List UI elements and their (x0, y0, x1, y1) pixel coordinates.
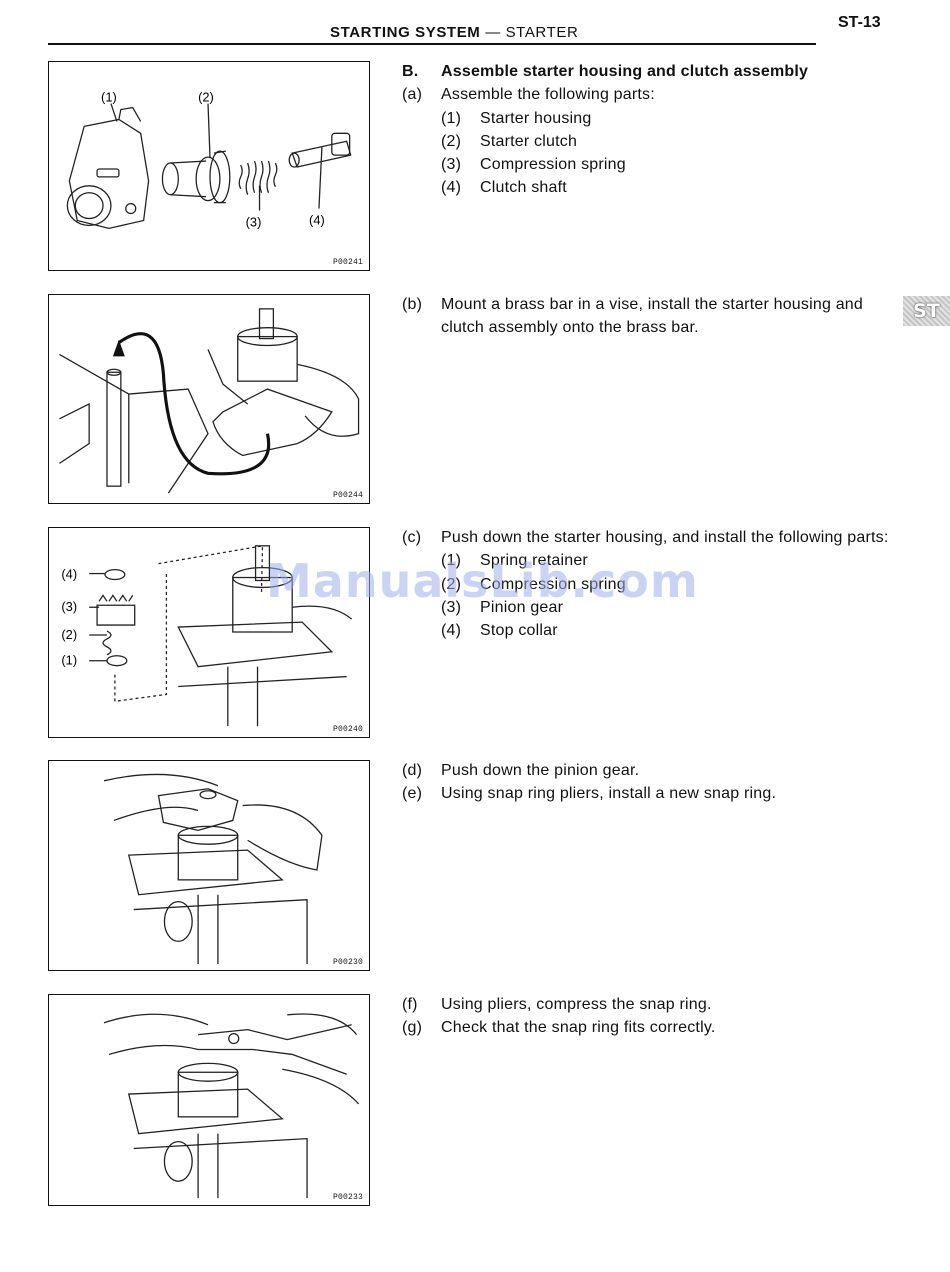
step-d: (d) Push down the pinion gear. (402, 759, 902, 782)
step-a: (a) Assemble the following parts: (402, 83, 902, 106)
running-header: STARTING SYSTEM — STARTER (330, 24, 578, 41)
pinion-parts-illustration: (4) (3) (2) (1) (61, 545, 353, 727)
callout-1: (1) (61, 653, 77, 668)
step-c-parts-list: (1) Spring retainer (2) Compression spring… (402, 549, 902, 642)
item-number: (3) (441, 598, 462, 616)
step-text: Check that the snap ring fits correctly. (441, 1019, 716, 1037)
step-mark: (g) (402, 1019, 423, 1037)
step-text: Using pliers, compress the snap ring. (441, 996, 712, 1013)
heading-text: Assemble starter housing and clutch asse… (441, 63, 809, 80)
section-title: STARTING SYSTEM (330, 24, 481, 41)
item-number: (2) (441, 575, 462, 593)
list-item: (4) Clutch shaft (441, 176, 902, 199)
item-label: Compression spring (480, 575, 626, 593)
callout-2: (2) (198, 90, 214, 105)
step-mark: (f) (402, 996, 418, 1013)
step-g: (g) Check that the snap ring fits correc… (402, 1016, 902, 1039)
step-f: (f) Using pliers, compress the snap ring… (402, 993, 902, 1016)
figure-push-pinion: P00230 (48, 760, 370, 971)
list-item: (4) Stop collar (441, 619, 902, 642)
item-number: (4) (441, 179, 462, 197)
list-item: (1) Spring retainer (441, 549, 902, 572)
item-label: Stop collar (480, 622, 558, 640)
item-number: (3) (441, 156, 462, 174)
step-text: Mount a brass bar in a vise, install the… (441, 296, 863, 337)
push-pinion-illustration (103, 773, 323, 965)
step-c: (c) Push down the starter housing, and i… (402, 526, 902, 549)
item-label: Pinion gear (480, 598, 564, 616)
page-number: ST-13 (838, 14, 881, 31)
callout-4: (4) (309, 212, 325, 227)
callout-4: (4) (61, 567, 77, 582)
step-mark: (b) (402, 296, 423, 313)
figure-code: P00244 (332, 491, 363, 500)
step-a-parts-list: (1) Starter housing (2) Starter clutch (3)… (402, 107, 902, 200)
figure-snap-ring-pliers: P00233 (48, 994, 370, 1206)
list-item: (3) Pinion gear (441, 596, 902, 619)
item-number: (1) (441, 109, 462, 127)
step-text: Push down the starter housing, and insta… (441, 529, 889, 546)
heading-mark: B. (402, 63, 419, 80)
figure-pinion-parts: (4) (3) (2) (1) P00240 (48, 527, 370, 738)
item-number: (2) (441, 132, 462, 150)
figure-code: P00240 (332, 725, 363, 734)
step-mark: (a) (402, 86, 423, 104)
header-dash: — (485, 24, 501, 41)
list-item: (2) Compression spring (441, 573, 902, 596)
item-number: (1) (441, 552, 462, 570)
figure-brass-bar-vise: P00244 (48, 294, 370, 504)
step-de-block: (d) Push down the pinion gear. (e) Using… (402, 759, 902, 806)
step-text: Assemble the following parts: (441, 86, 655, 104)
step-e: (e) Using snap ring pliers, install a ne… (402, 782, 902, 805)
figure-code: P00230 (332, 958, 363, 967)
list-item: (1) Starter housing (441, 107, 902, 130)
callout-2: (2) (61, 627, 77, 642)
item-number: (4) (441, 622, 462, 640)
step-a-block: B. Assemble starter housing and clutch a… (402, 60, 902, 200)
list-item: (3) Compression spring (441, 153, 902, 176)
section-heading: B. Assemble starter housing and clutch a… (402, 60, 902, 83)
step-text: Using snap ring pliers, install a new sn… (441, 785, 777, 803)
watermark: ManualsLib.com (266, 554, 699, 608)
step-text: Push down the pinion gear. (441, 762, 640, 779)
step-mark: (d) (402, 762, 423, 779)
vise-illustration (59, 308, 360, 494)
figure-code: P00233 (332, 1193, 363, 1202)
figure-starter-parts: (1) (2) (3) (4) P00241 (48, 61, 370, 271)
callout-1: (1) (101, 90, 117, 105)
step-mark: (c) (402, 529, 422, 546)
step-b-block: (b) Mount a brass bar in a vise, install… (402, 293, 902, 340)
header-divider (48, 43, 816, 45)
step-c-block: (c) Push down the starter housing, and i… (402, 526, 902, 642)
starter-parts-illustration: (1) (2) (3) (4) (66, 90, 352, 229)
callout-3: (3) (61, 599, 77, 614)
item-label: Clutch shaft (480, 179, 567, 197)
step-b: (b) Mount a brass bar in a vise, install… (402, 293, 902, 340)
item-label: Spring retainer (480, 552, 588, 570)
item-label: Starter housing (480, 109, 592, 127)
pliers-illustration (103, 1013, 360, 1199)
step-mark: (e) (402, 785, 423, 803)
step-fg-block: (f) Using pliers, compress the snap ring… (402, 993, 902, 1040)
item-label: Starter clutch (480, 132, 578, 150)
list-item: (2) Starter clutch (441, 130, 902, 153)
callout-3: (3) (246, 214, 262, 229)
section-tab[interactable]: ST (903, 296, 950, 326)
subsection-title: STARTER (505, 24, 579, 41)
figure-code: P00241 (332, 258, 363, 267)
item-label: Compression spring (480, 156, 626, 174)
